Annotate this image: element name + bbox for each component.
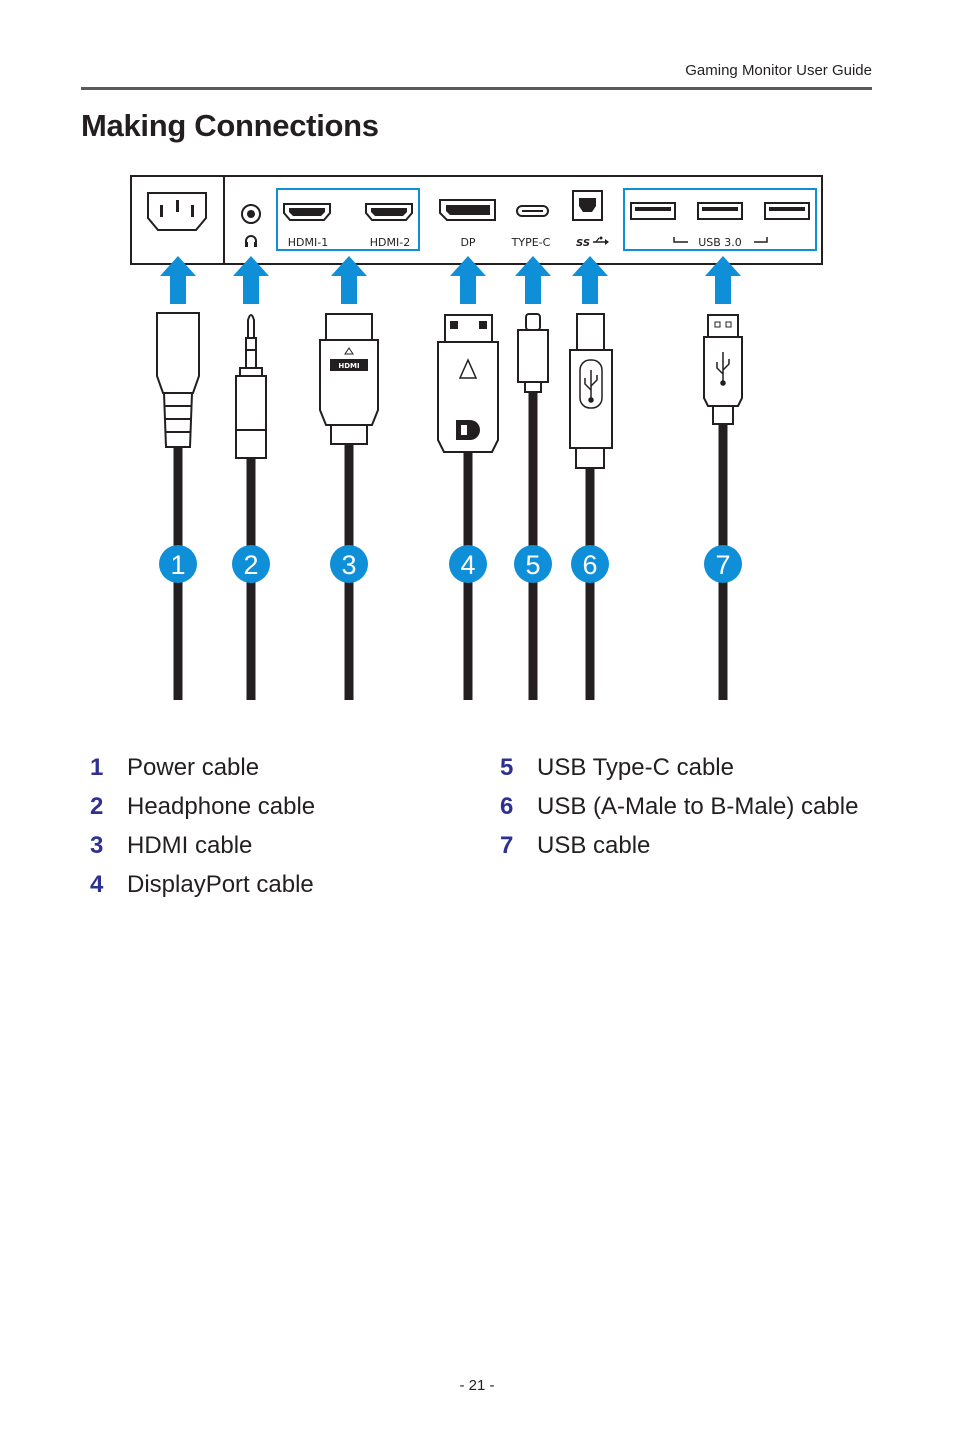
legend-item: 7 USB cable — [500, 826, 858, 865]
callout-number: 6 — [582, 550, 597, 580]
usb-a-port-3 — [764, 202, 810, 220]
legend-number: 6 — [500, 792, 514, 820]
legend-item: 4 DisplayPort cable — [90, 865, 315, 904]
headphone-icon — [245, 235, 257, 247]
displayport-port — [439, 199, 496, 221]
usb-typec-port — [516, 205, 549, 217]
legend-column-right: 5 USB Type-C cable 6 USB (A-Male to B-Ma… — [500, 748, 858, 865]
usb-superspeed-label: SS — [576, 238, 590, 249]
hdmi-cable-connector — [319, 313, 379, 445]
usb-typec-cable-connector — [517, 313, 549, 393]
callout-number: 5 — [525, 550, 540, 580]
hdmi1-port — [283, 203, 331, 221]
running-header: Gaming Monitor User Guide — [685, 62, 872, 79]
header-rule — [81, 87, 872, 90]
typec-port-label: TYPE-C — [511, 236, 551, 249]
hdmi2-port — [365, 203, 413, 221]
page-number: - 21 - — [459, 1377, 495, 1394]
hdmi2-port-label: HDMI-2 — [370, 236, 410, 249]
usb30-bracket — [673, 237, 768, 243]
callout-number: 7 — [715, 550, 730, 580]
hdmi-logo-text: HDMI — [338, 362, 359, 370]
legend-item: 2 Headphone cable — [90, 787, 315, 826]
usb-trident-icon — [584, 370, 598, 403]
usb30-port-label: USB 3.0 — [698, 236, 742, 249]
legend-column-left: 1 Power cable 2 Headphone cable 3 HDMI c… — [90, 748, 315, 904]
usb-b-port — [572, 190, 603, 221]
legend-label: Power cable — [127, 753, 260, 781]
usb30-port-group-outline — [623, 188, 817, 251]
callout-number: 4 — [460, 550, 475, 580]
connection-diagram: HDMI-1 HDMI-2 DP TYPE-C SS USB 3.0 — [130, 175, 823, 700]
power-inlet-port — [147, 192, 207, 231]
power-cable-connector — [156, 312, 200, 448]
legend-number: 1 — [90, 753, 104, 781]
legend-number: 7 — [500, 831, 514, 859]
page-title: Making Connections — [81, 108, 379, 143]
dp-port-label: DP — [460, 236, 475, 249]
legend-label: USB (A-Male to B-Male) cable — [537, 792, 859, 820]
legend-item: 1 Power cable — [90, 748, 315, 787]
legend-label: USB Type-C cable — [537, 753, 734, 781]
callout-number: 2 — [243, 550, 258, 580]
hdmi-port-group-outline — [276, 188, 420, 251]
audio-jack-port — [241, 204, 261, 224]
usb-a-port-1 — [630, 202, 676, 220]
usb-b-cable-connector — [569, 313, 613, 469]
legend-label: Headphone cable — [127, 792, 316, 820]
callout-number: 1 — [170, 550, 185, 580]
legend-label: HDMI cable — [127, 831, 253, 859]
usb-trident-icon — [716, 352, 730, 386]
headphone-cable-connector — [235, 314, 267, 459]
legend-label: USB cable — [537, 831, 651, 859]
legend-number: 2 — [90, 792, 104, 820]
legend-item: 5 USB Type-C cable — [500, 748, 858, 787]
legend-item: 6 USB (A-Male to B-Male) cable — [500, 787, 858, 826]
legend-number: 5 — [500, 753, 514, 781]
legend-item: 3 HDMI cable — [90, 826, 315, 865]
callout-number: 3 — [341, 550, 356, 580]
usb-a-port-2 — [697, 202, 743, 220]
legend-number: 4 — [90, 870, 104, 898]
legend-label: DisplayPort cable — [127, 870, 314, 898]
usb-superspeed-icon — [593, 236, 609, 245]
hdmi1-port-label: HDMI-1 — [288, 236, 328, 249]
legend-number: 3 — [90, 831, 104, 859]
displayport-cable-connector — [437, 314, 499, 453]
